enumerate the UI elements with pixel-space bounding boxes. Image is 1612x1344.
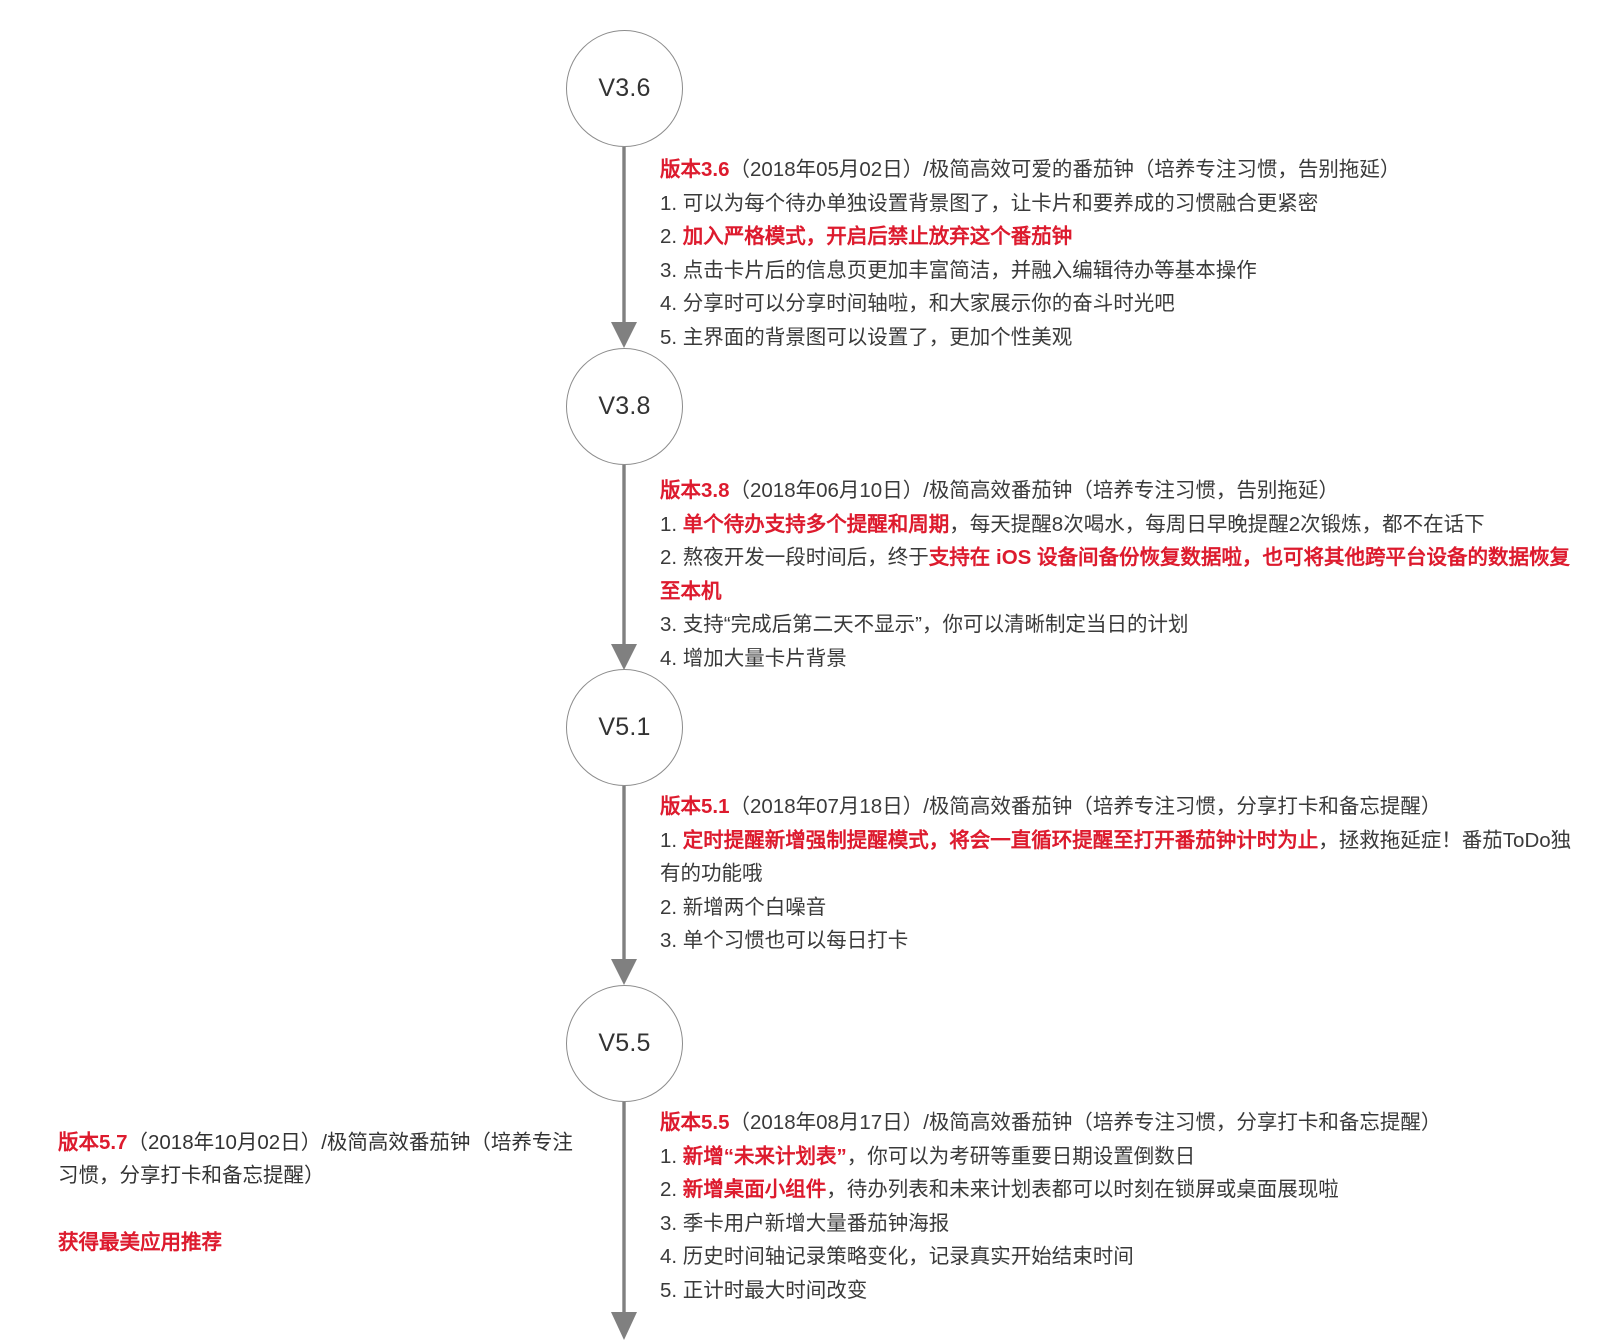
release-item-highlight: 单个待办支持多个提醒和周期	[682, 512, 950, 536]
release-item: 4. 分享时可以分享时间轴啦，和大家展示你的奋斗时光吧	[660, 292, 1175, 315]
release-header-v55: 版本5.5（2018年08月17日）/极简高效番茄钟（培养专注习惯，分享打卡和备…	[660, 1106, 1590, 1140]
release-version-label: 版本5.1	[660, 795, 730, 818]
release-item: 2. 新增桌面小组件，待办列表和未来计划表都可以时刻在锁屏或桌面展现啦	[660, 1173, 1590, 1207]
release-entry-v55: 版本5.5（2018年08月17日）/极简高效番茄钟（培养专注习惯，分享打卡和备…	[660, 1106, 1590, 1307]
timeline-node-label: V5.5	[598, 1029, 651, 1057]
release-entry-v38: 版本3.8（2018年06月10日）/极简高效番茄钟（培养专注习惯，告别拖延） …	[660, 474, 1580, 675]
release-entry-v51: 版本5.1（2018年07月18日）/极简高效番茄钟（培养专注习惯，分享打卡和备…	[660, 790, 1590, 958]
connector-v36-v38	[611, 147, 637, 348]
release-item-index: 1.	[660, 512, 683, 536]
release-item: 5. 主界面的背景图可以设置了，更加个性美观	[660, 325, 1073, 349]
release-item: 1. 单个待办支持多个提醒和周期，每天提醒8次喝水，每周日早晚提醒2次锻炼，都不…	[660, 508, 1580, 542]
release-item: 3. 季卡用户新增大量番茄钟海报	[660, 1211, 950, 1235]
release-header-rest: （2018年08月17日）/极简高效番茄钟（培养专注习惯，分享打卡和备忘提醒）	[729, 1111, 1442, 1134]
release-item-rest: ，拯救拖延症！番茄ToDo独有的功能哦	[660, 828, 1572, 886]
release-item-highlight: 支持在 iOS 设备间备份恢复数据啦，也可将其他跨平台设备的数据恢复至本机	[660, 546, 1571, 603]
release-item-rest: ，你可以为考研等重要日期设置倒数日	[846, 1144, 1196, 1168]
release-header-rest: （2018年10月02日）/极简高效番茄钟（培养专注习惯，分享打卡和备忘提醒）	[58, 1130, 573, 1188]
release-header-v36: 版本3.6（2018年05月02日）/极简高效可爱的番茄钟（培养专注习惯，告别拖…	[660, 153, 1560, 187]
release-entry-v36: 版本3.6（2018年05月02日）/极简高效可爱的番茄钟（培养专注习惯，告别拖…	[660, 153, 1560, 354]
timeline-node-v51[interactable]: V5.1	[566, 669, 683, 786]
timeline-node-v38[interactable]: V3.8	[566, 348, 683, 465]
release-item-index: 1.	[660, 828, 683, 852]
timeline-node-v36[interactable]: V3.6	[566, 30, 683, 147]
release-version-label: 版本3.6	[660, 158, 730, 181]
release-header-rest: （2018年07月18日）/极简高效番茄钟（培养专注习惯，分享打卡和备忘提醒）	[729, 795, 1442, 818]
release-item: 3. 支持“完成后第二天不显示”，你可以清晰制定当日的计划	[660, 613, 1189, 636]
timeline-node-label: V3.6	[598, 74, 651, 102]
release-item: 1. 可以为每个待办单独设置背景图了，让卡片和要养成的习惯融合更紧密	[660, 191, 1319, 215]
release-item: 2. 新增两个白噪音	[660, 895, 827, 919]
release-header-rest: （2018年05月02日）/极简高效可爱的番茄钟（培养专注习惯，告别拖延）	[729, 158, 1401, 181]
award-badge: 获得最美应用推荐	[58, 1230, 222, 1254]
release-item: 3. 点击卡片后的信息页更加丰富简洁，并融入编辑待办等基本操作	[660, 258, 1257, 282]
connector-v38-v51	[611, 465, 637, 670]
release-header-rest: （2018年06月10日）/极简高效番茄钟（培养专注习惯，告别拖延）	[729, 479, 1339, 502]
release-item: 1. 定时提醒新增强制提醒模式，将会一直循环提醒至打开番茄钟计时为止，拯救拖延症…	[660, 824, 1590, 891]
release-item: 3. 单个习惯也可以每日打卡	[660, 929, 909, 952]
release-version-label: 版本5.5	[660, 1111, 730, 1134]
timeline-node-v55[interactable]: V5.5	[566, 985, 683, 1102]
release-header-v57: 版本5.7（2018年10月02日）/极简高效番茄钟（培养专注习惯，分享打卡和备…	[58, 1126, 578, 1193]
release-item-index: 1.	[660, 1144, 683, 1168]
connector-v55-end	[611, 1102, 637, 1340]
release-item-highlight: 定时提醒新增强制提醒模式，将会一直循环提醒至打开番茄钟计时为止	[682, 828, 1319, 852]
timeline-node-label: V5.1	[598, 713, 651, 741]
release-item-index: 2.	[660, 1178, 683, 1201]
release-item-rest: ，待办列表和未来计划表都可以时刻在锁屏或桌面展现啦	[826, 1178, 1339, 1201]
release-item-rest: ，每天提醒8次喝水，每周日早晚提醒2次锻炼，都不在话下	[949, 512, 1485, 536]
release-header-v38: 版本3.8（2018年06月10日）/极简高效番茄钟（培养专注习惯，告别拖延）	[660, 474, 1580, 508]
release-item: 4. 历史时间轴记录策略变化，记录真实开始结束时间	[660, 1245, 1134, 1268]
release-version-label: 版本3.8	[660, 479, 730, 502]
release-item-highlight: 新增桌面小组件	[682, 1178, 827, 1201]
release-version-label: 版本5.7	[58, 1130, 128, 1154]
release-item: 5. 正计时最大时间改变	[660, 1278, 868, 1302]
release-item-highlight: 加入严格模式，开启后禁止放弃这个番茄钟	[682, 225, 1073, 248]
release-item: 2. 加入严格模式，开启后禁止放弃这个番茄钟	[660, 220, 1560, 254]
release-item: 1. 新增“未来计划表”，你可以为考研等重要日期设置倒数日	[660, 1140, 1590, 1174]
release-item: 2. 熬夜开发一段时间后，终于支持在 iOS 设备间备份恢复数据啦，也可将其他跨…	[660, 541, 1580, 608]
release-header-v51: 版本5.1（2018年07月18日）/极简高效番茄钟（培养专注习惯，分享打卡和备…	[660, 790, 1590, 824]
connector-v51-v55	[611, 786, 637, 985]
release-item-highlight: 新增“未来计划表”	[682, 1144, 847, 1168]
release-item: 4. 增加大量卡片背景	[660, 646, 847, 670]
release-entry-v57: 版本5.7（2018年10月02日）/极简高效番茄钟（培养专注习惯，分享打卡和备…	[58, 1105, 578, 1280]
timeline-node-label: V3.8	[598, 392, 651, 420]
release-item-rest: 熬夜开发一段时间后，终于	[682, 546, 929, 569]
release-item-index: 2.	[660, 546, 683, 569]
release-item-index: 2.	[660, 225, 683, 248]
